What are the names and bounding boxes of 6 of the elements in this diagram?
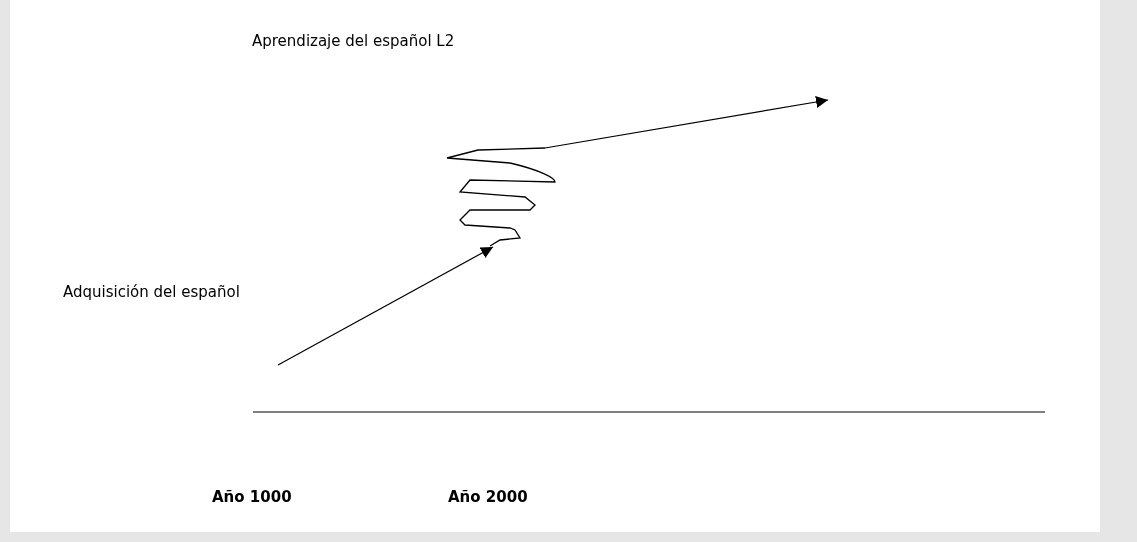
year-label: Año 1000 — [212, 488, 292, 506]
arrow — [544, 96, 829, 149]
arrow — [277, 246, 494, 366]
phase-label: Adquisición del español — [63, 283, 241, 301]
year-label: Año 2000 — [448, 488, 528, 506]
phase-label: Aprendizaje del español L2 — [252, 32, 456, 50]
